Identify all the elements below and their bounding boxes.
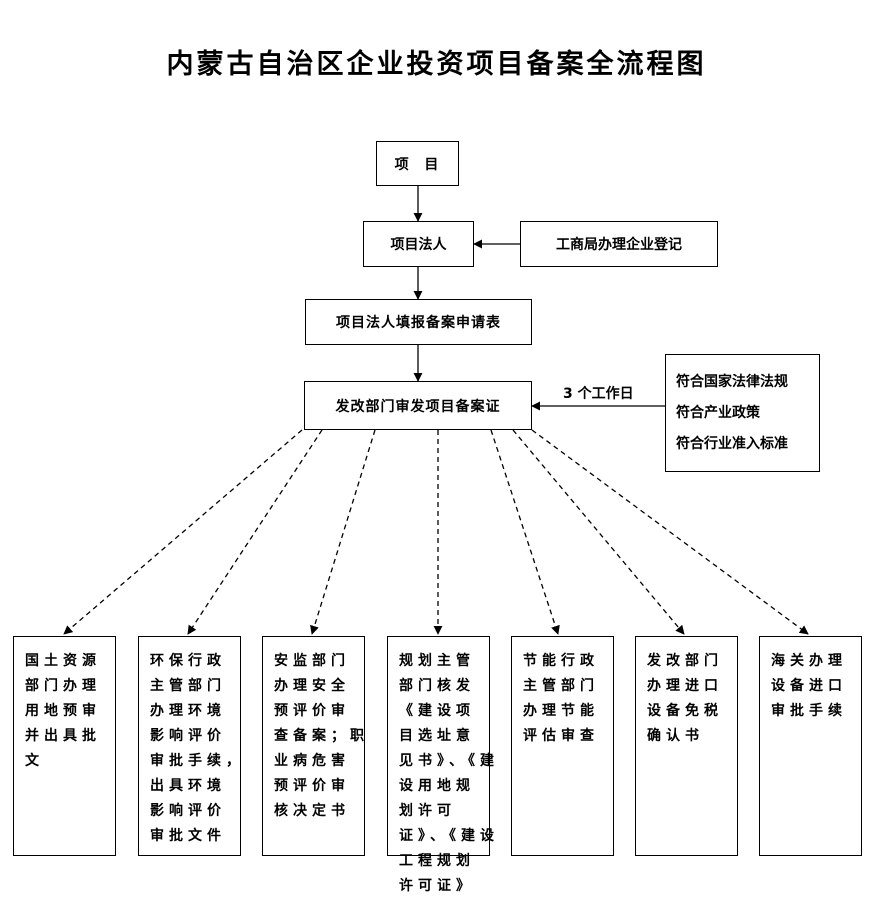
- condition-item: 符合产业政策: [676, 405, 760, 421]
- node-project-legal: 项目法人: [363, 221, 474, 267]
- node-business-registration: 工商局办理企业登记: [520, 221, 718, 267]
- dept-planning: 规划主管 部门核发 《建设项 目选址意 见书》、《建 设用地规 划许可 证》、《…: [387, 636, 494, 894]
- dept-safety-supervision: 安监部门 办理安全 预评价审 查备案；职 业病危害 预评价审 核决定书: [262, 636, 365, 856]
- condition-item: 符合国家法律法规: [676, 374, 788, 390]
- dept-customs: 海关办理 设备进口 审批手续: [759, 636, 862, 856]
- dept-environmental: 环保行政 主管部门 办理环境 影响评价 审批手续， 出具环境 影响评价 审批文件: [138, 636, 241, 856]
- page-title: 内蒙古自治区企业投资项目备案全流程图: [166, 49, 707, 80]
- node-issue-certificate: 发改部门审发项目备案证: [304, 381, 532, 430]
- dashed-arrow-5: [490, 429, 560, 635]
- node-fill-application: 项目法人填报备案申请表: [305, 299, 532, 345]
- dashed-arrow-3: [310, 429, 376, 635]
- time-limit-label: 3 个工作日: [563, 386, 634, 402]
- dept-development-reform: 发改部门 办理进口 设备免税 确认书: [635, 636, 738, 856]
- connector-arrows: [63, 186, 809, 635]
- node-project: 项 目: [376, 141, 459, 186]
- dashed-arrow-1: [63, 429, 303, 635]
- condition-item: 符合行业准入标准: [676, 436, 788, 452]
- dashed-arrow-2: [187, 429, 323, 635]
- dashed-arrow-6: [512, 429, 685, 635]
- dashed-arrow-7: [531, 429, 809, 635]
- dept-land-resources: 国土资源 部门办理 用地预审 并出具批 文: [13, 636, 116, 856]
- conditions-box: 符合国家法律法规 符合产业政策 符合行业准入标准: [665, 354, 820, 472]
- dept-energy-saving: 节能行政 主管部门 办理节能 评估审查: [511, 636, 614, 856]
